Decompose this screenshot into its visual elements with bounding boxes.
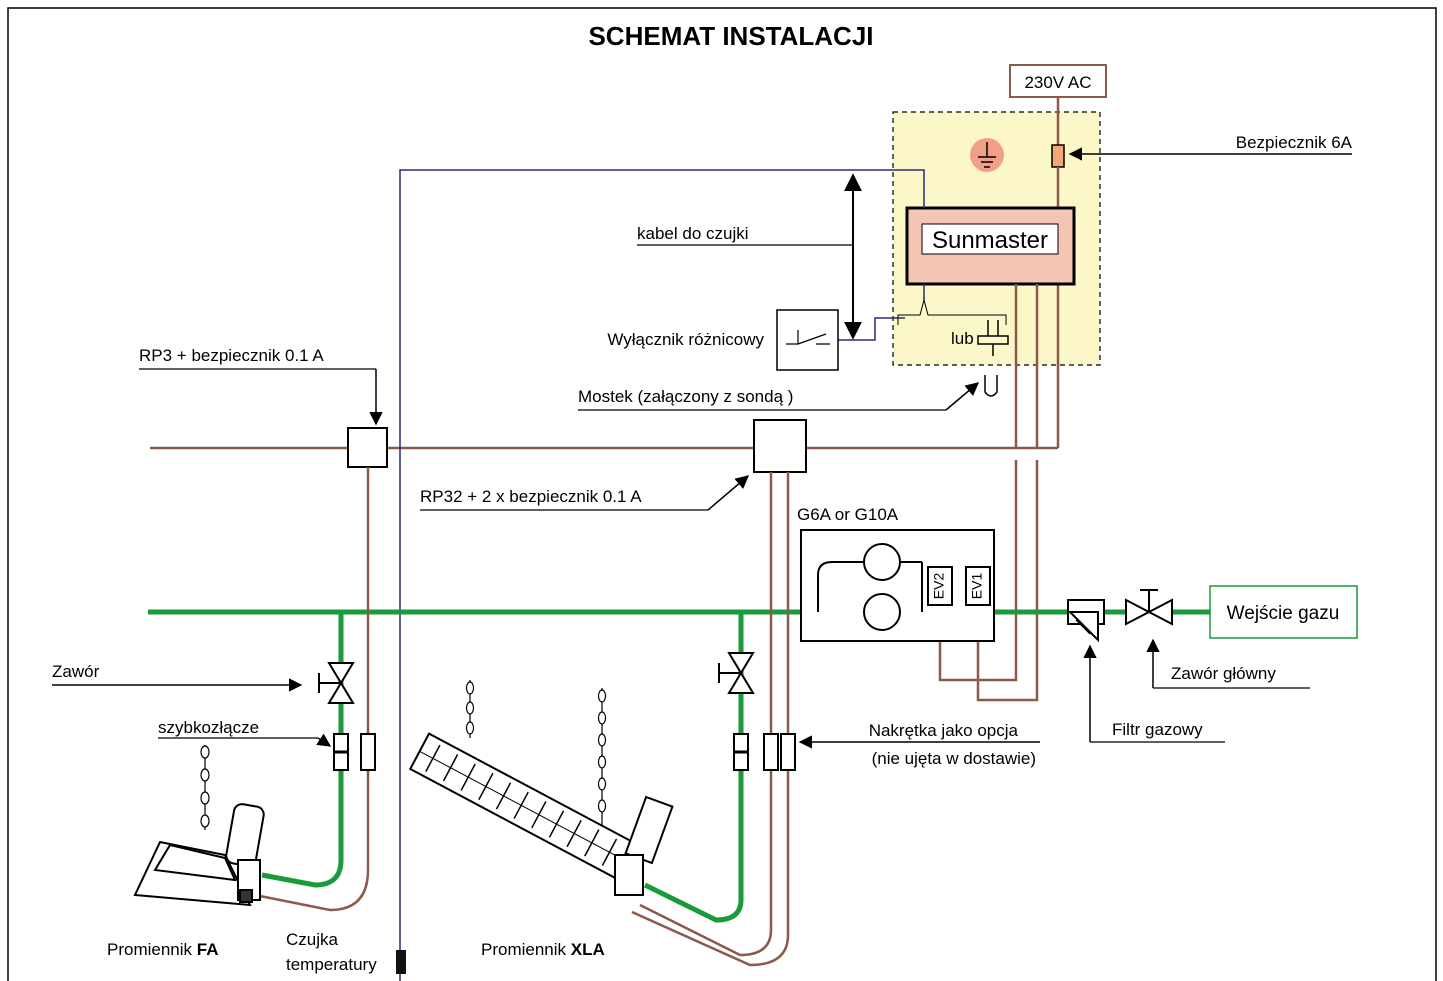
fa-valve-icon [318, 662, 355, 704]
fuse-label: Bezpiecznik 6A [1236, 133, 1353, 152]
heater-xla-label: Promiennik XLA [481, 940, 605, 959]
ev1-cable [976, 460, 1039, 702]
fa-gas-branch [261, 612, 344, 888]
temperature-sensor [396, 950, 406, 974]
bridge-icon [984, 375, 998, 397]
ev1-valve [965, 566, 991, 606]
sensor-cable-label: kabel do czujki [637, 224, 749, 243]
main-valve-label: Zawór główny [1171, 664, 1276, 683]
sensor-cable [399, 169, 925, 981]
xla-valve-icon [718, 652, 755, 694]
rp32-label: RP32 + 2 x bezpiecznik 0.1 A [420, 487, 642, 506]
fuse-6a [1051, 144, 1065, 168]
quick-coupling-label: szybkozłącze [158, 718, 259, 737]
controller-label-box [921, 223, 1059, 255]
xla-quick-coupling-icon [733, 733, 796, 771]
main-valve-icon [1125, 589, 1173, 626]
gas-filter-label: Filtr gazowy [1112, 720, 1203, 739]
gas-valve-unit-label: G6A or G10A [797, 505, 899, 524]
or-label: lub [951, 329, 974, 348]
ev2-valve [927, 566, 953, 606]
plug-icon [977, 320, 1009, 356]
gas-inlet-label: Wejście gazu [1227, 603, 1340, 624]
brace [897, 298, 1007, 325]
power-supply-label: 230V AC [1024, 73, 1091, 92]
xla-power-branch-1 [639, 472, 773, 957]
heater-fa-label: Promiennik FA [107, 940, 219, 959]
gas-filter-icon [1067, 599, 1105, 643]
temp-sensor-label-1: Czujka [286, 930, 339, 949]
fa-power-branch [254, 467, 370, 912]
fa-quick-coupling-icon [333, 733, 376, 771]
coupling-arrow [316, 733, 332, 747]
nut-option-label-2: (nie ujęta w dostawie) [872, 749, 1036, 768]
rp3-box [347, 427, 388, 468]
valve-label: Zawór [52, 662, 100, 681]
controller-label: Sunmaster [932, 227, 1048, 254]
bridge-arrow [945, 382, 980, 411]
gas-inlet-box [1209, 585, 1358, 639]
rp32-box [753, 419, 807, 473]
fa-heater [133, 745, 265, 907]
xla-gas-branch [643, 612, 744, 923]
diagram-frame [7, 7, 1437, 981]
rcd-label: Wyłącznik różnicowy [607, 330, 764, 349]
ev1-label: EV1 [969, 573, 985, 600]
temp-sensor-label-2: temperatury [286, 955, 377, 974]
xla-power-branch-2 [631, 472, 790, 967]
rcd-cable [838, 317, 905, 341]
xla-heater [408, 680, 674, 896]
power-supply-box [1009, 64, 1107, 98]
bridge-label: Mostek (załączony z sondą ) [578, 387, 793, 406]
rp32-arrow [707, 475, 750, 511]
nut-option-label-1: Nakrętka jako opcja [869, 721, 1019, 740]
ev2-label: EV2 [931, 573, 947, 600]
diagram-title: SCHEMAT INSTALACJI [588, 21, 873, 51]
rp3-label: RP3 + bezpiecznik 0.1 A [139, 346, 324, 365]
switch-icon [786, 330, 830, 345]
